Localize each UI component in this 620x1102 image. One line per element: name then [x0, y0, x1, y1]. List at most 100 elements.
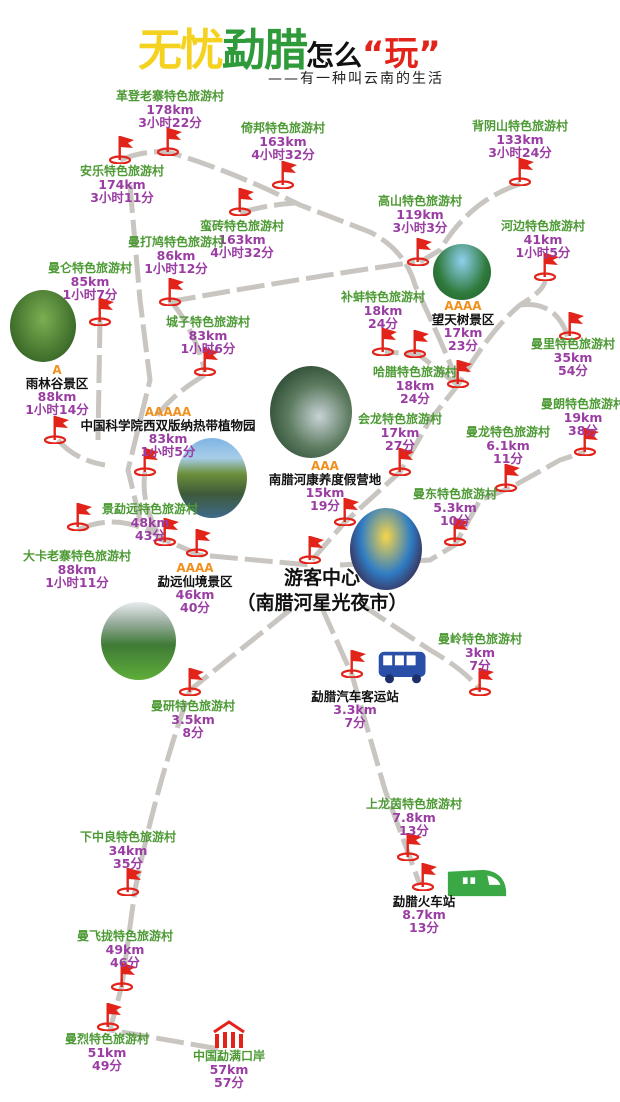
flag-marker-icon[interactable] — [134, 446, 160, 476]
travel-time-text: 7分 — [469, 658, 491, 673]
travel-time-text: 27分 — [385, 438, 415, 453]
flag-marker-icon[interactable] — [559, 310, 585, 340]
distance-text: 18km — [363, 303, 403, 318]
place-name: 安乐特色旅游村 — [79, 164, 165, 178]
travel-time-text: 1小时5分 — [140, 444, 196, 459]
flag-marker-icon[interactable] — [159, 276, 185, 306]
flag-marker-icon[interactable] — [97, 1001, 123, 1031]
flag-marker-icon[interactable] — [495, 462, 521, 492]
flag-marker-icon[interactable] — [117, 866, 143, 896]
bus-icon — [378, 651, 426, 684]
flag-marker-icon[interactable] — [469, 666, 495, 696]
distance-text: 6.1km — [486, 438, 530, 453]
title-part-3: 怎么 — [306, 39, 363, 72]
distance-text: 83km — [148, 431, 188, 446]
distance-text: 46km — [175, 587, 215, 602]
distance-text: 41km — [523, 232, 563, 247]
road — [519, 302, 573, 346]
rating-badge: A — [52, 363, 62, 377]
flag-marker-icon[interactable] — [44, 414, 70, 444]
place-name: 勐腊火车站 — [392, 894, 456, 909]
flag-marker-icon[interactable] — [229, 186, 255, 216]
flag-marker-icon[interactable] — [299, 534, 325, 564]
place-name: 曼打鸠特色旅游村 — [127, 235, 225, 249]
flag-marker-icon[interactable] — [194, 346, 220, 376]
flag-marker-icon[interactable] — [334, 496, 360, 526]
road — [125, 184, 167, 544]
flag-marker-icon[interactable] — [154, 516, 180, 546]
place-name: 补蚌特色旅游村 — [340, 290, 426, 304]
photo-river-camp — [270, 366, 352, 458]
flag-marker-icon[interactable] — [412, 861, 438, 891]
flag-marker-icon[interactable] — [109, 134, 135, 164]
flag-marker-icon[interactable] — [372, 326, 398, 356]
title-part-1: 无忧 — [138, 25, 224, 76]
flag-marker-icon[interactable] — [447, 358, 473, 388]
flag-marker-icon[interactable] — [389, 446, 415, 476]
place-name: 倚邦特色旅游村 — [240, 121, 326, 135]
distance-text: 17km — [443, 325, 483, 340]
distance-text: 86km — [156, 248, 196, 263]
place-name: 曼东特色旅游村 — [412, 487, 498, 501]
flag-marker-icon[interactable] — [67, 501, 93, 531]
travel-time-text: 1小时6分 — [180, 341, 236, 356]
flag-marker-icon[interactable] — [111, 961, 137, 991]
flag-marker-icon[interactable] — [89, 296, 115, 326]
distance-text: 18km — [395, 378, 435, 393]
travel-time-text: 35分 — [113, 856, 143, 871]
flag-marker-icon[interactable] — [341, 648, 367, 678]
place-name: 景勐远特色旅游村 — [101, 502, 199, 516]
distance-text: 163km — [259, 134, 307, 149]
road — [119, 149, 461, 383]
distance-text: 5.3km — [433, 500, 477, 515]
port-gate-icon — [213, 1020, 245, 1048]
travel-time-text: 49分 — [92, 1058, 122, 1073]
flag-marker-icon[interactable] — [509, 156, 535, 186]
travel-time-text: 10分 — [440, 513, 470, 528]
subtitle: ——有一种叫云南的生活 — [268, 71, 444, 87]
flag-marker-icon[interactable] — [574, 426, 600, 456]
place-name: 蛮砖特色旅游村 — [199, 219, 285, 233]
distance-text: 133km — [496, 132, 544, 147]
flag-marker-icon[interactable] — [444, 516, 470, 546]
flag-marker-icon[interactable] — [157, 126, 183, 156]
distance-text: 15km — [305, 485, 345, 500]
train-icon — [447, 869, 507, 897]
flag-marker-icon[interactable] — [407, 236, 433, 266]
flag-marker-icon[interactable] — [272, 159, 298, 189]
flag-marker-icon[interactable] — [534, 251, 560, 281]
place-name: 游客中心 — [283, 567, 361, 589]
road — [418, 181, 521, 265]
flag-marker-icon[interactable] — [404, 328, 430, 358]
distance-text: 34km — [108, 843, 148, 858]
travel-time-text: 3小时3分 — [392, 220, 448, 235]
travel-time-text: 13分 — [399, 823, 429, 838]
flag-marker-icon[interactable] — [186, 527, 212, 557]
flag-marker-icon[interactable] — [179, 666, 205, 696]
distance-text: 3km — [464, 645, 496, 660]
road — [319, 606, 423, 886]
place-name: 城子特色旅游村 — [165, 315, 251, 329]
flag-marker-icon[interactable] — [397, 831, 423, 861]
photo-mengyuan-fairyland — [101, 602, 176, 680]
place-name: 下中良特色旅游村 — [79, 830, 177, 844]
travel-time-text: 23分 — [448, 338, 478, 353]
